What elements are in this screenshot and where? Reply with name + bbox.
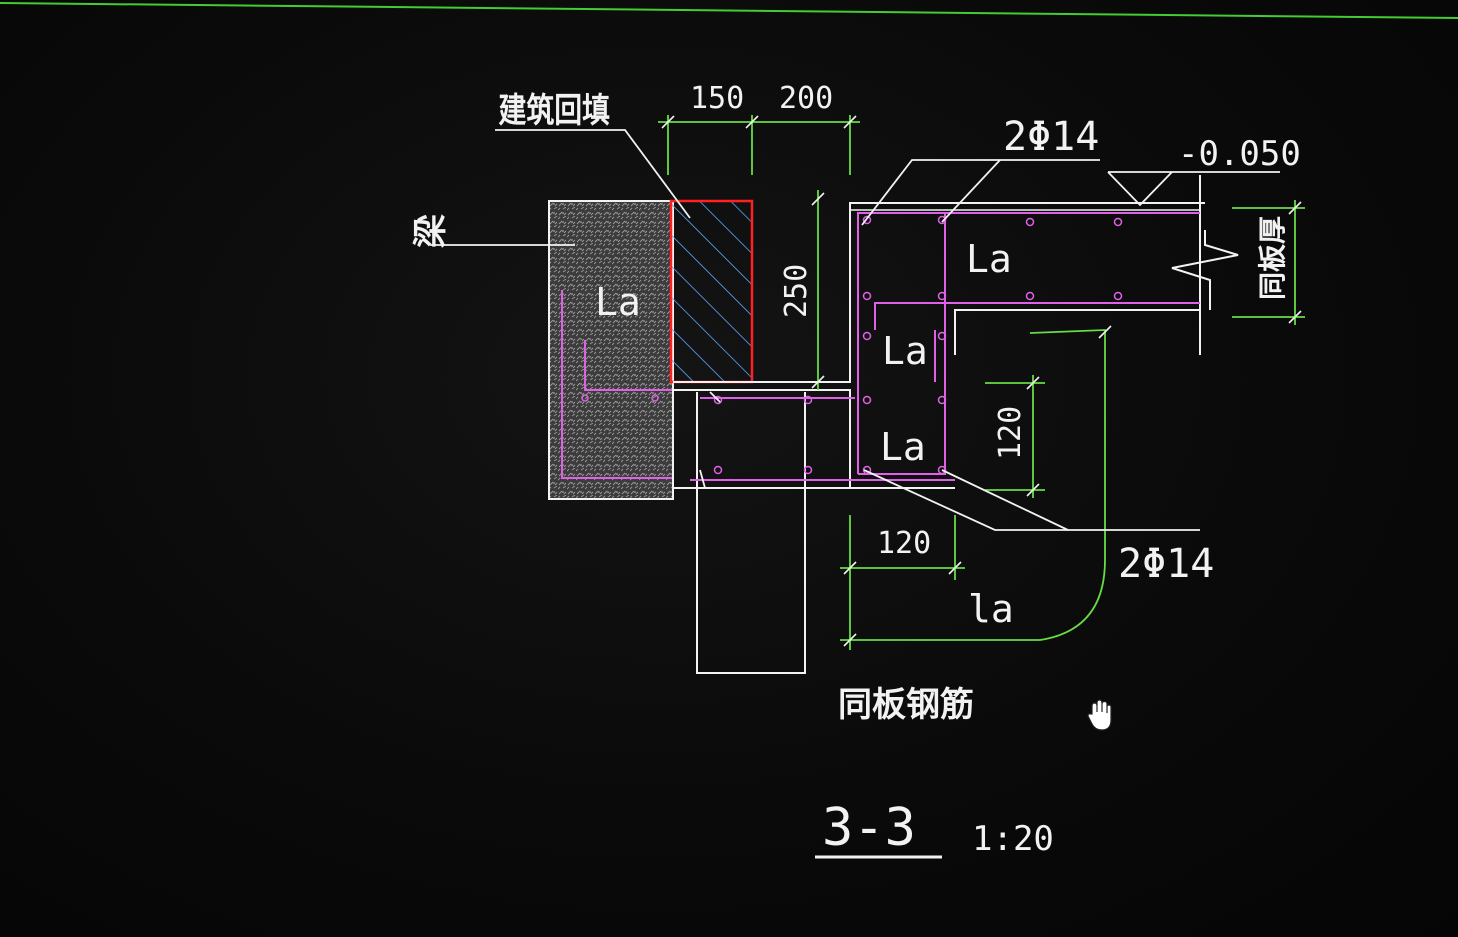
dim-120-horizontal-label: 120 <box>877 526 931 561</box>
window-border-line <box>0 2 1458 19</box>
leader-lines <box>430 129 1280 531</box>
scale-label: 1:20 <box>972 819 1054 859</box>
beam-rebar-dot <box>581 394 589 402</box>
slab-thickness-label: 同板厚 <box>1256 216 1289 300</box>
slab-bottom-outline <box>954 309 1200 355</box>
slab-outline <box>673 202 1205 383</box>
section-id-label: 3-3 <box>822 798 916 858</box>
upper-la-label: La <box>966 237 1012 281</box>
beam-rebar-dot <box>651 394 659 402</box>
hand-cursor-icon <box>1087 699 1112 731</box>
break-line <box>1171 230 1239 310</box>
lower-la-label: La <box>880 425 926 469</box>
elevation-label: -0.050 <box>1178 134 1301 174</box>
rebar-dots <box>713 215 1123 475</box>
lower-box-bottom <box>696 392 806 674</box>
beam-rebar <box>561 290 672 479</box>
beam-concrete-block <box>548 200 674 500</box>
slab-bottom-rebar <box>874 302 1200 330</box>
same-as-slab-rebar-label: 同板钢筋 <box>838 685 974 725</box>
dimension-lines <box>658 115 1305 650</box>
dimension-ticks <box>661 115 1302 647</box>
dim-250-label: 250 <box>779 264 814 318</box>
beam-la-label: La <box>595 280 641 324</box>
beam-inner-rebar <box>584 340 672 391</box>
dim-200-label: 200 <box>779 81 833 116</box>
slab-top-rebar <box>857 212 1200 474</box>
bottom-la-label: la <box>968 587 1014 631</box>
dim-120-vertical-label: 120 <box>993 406 1028 460</box>
step-rebar-left <box>858 213 946 475</box>
dim-150-label: 150 <box>690 81 744 116</box>
middle-la-label: La <box>882 329 928 373</box>
backfill-block <box>669 199 754 384</box>
backfill-label: 建筑回填 <box>499 91 610 130</box>
beam-label: 梁 <box>411 214 451 248</box>
rebar-bottom-label: 2Φ14 <box>1118 541 1214 587</box>
rebar-top-label: 2Φ14 <box>1003 114 1099 160</box>
